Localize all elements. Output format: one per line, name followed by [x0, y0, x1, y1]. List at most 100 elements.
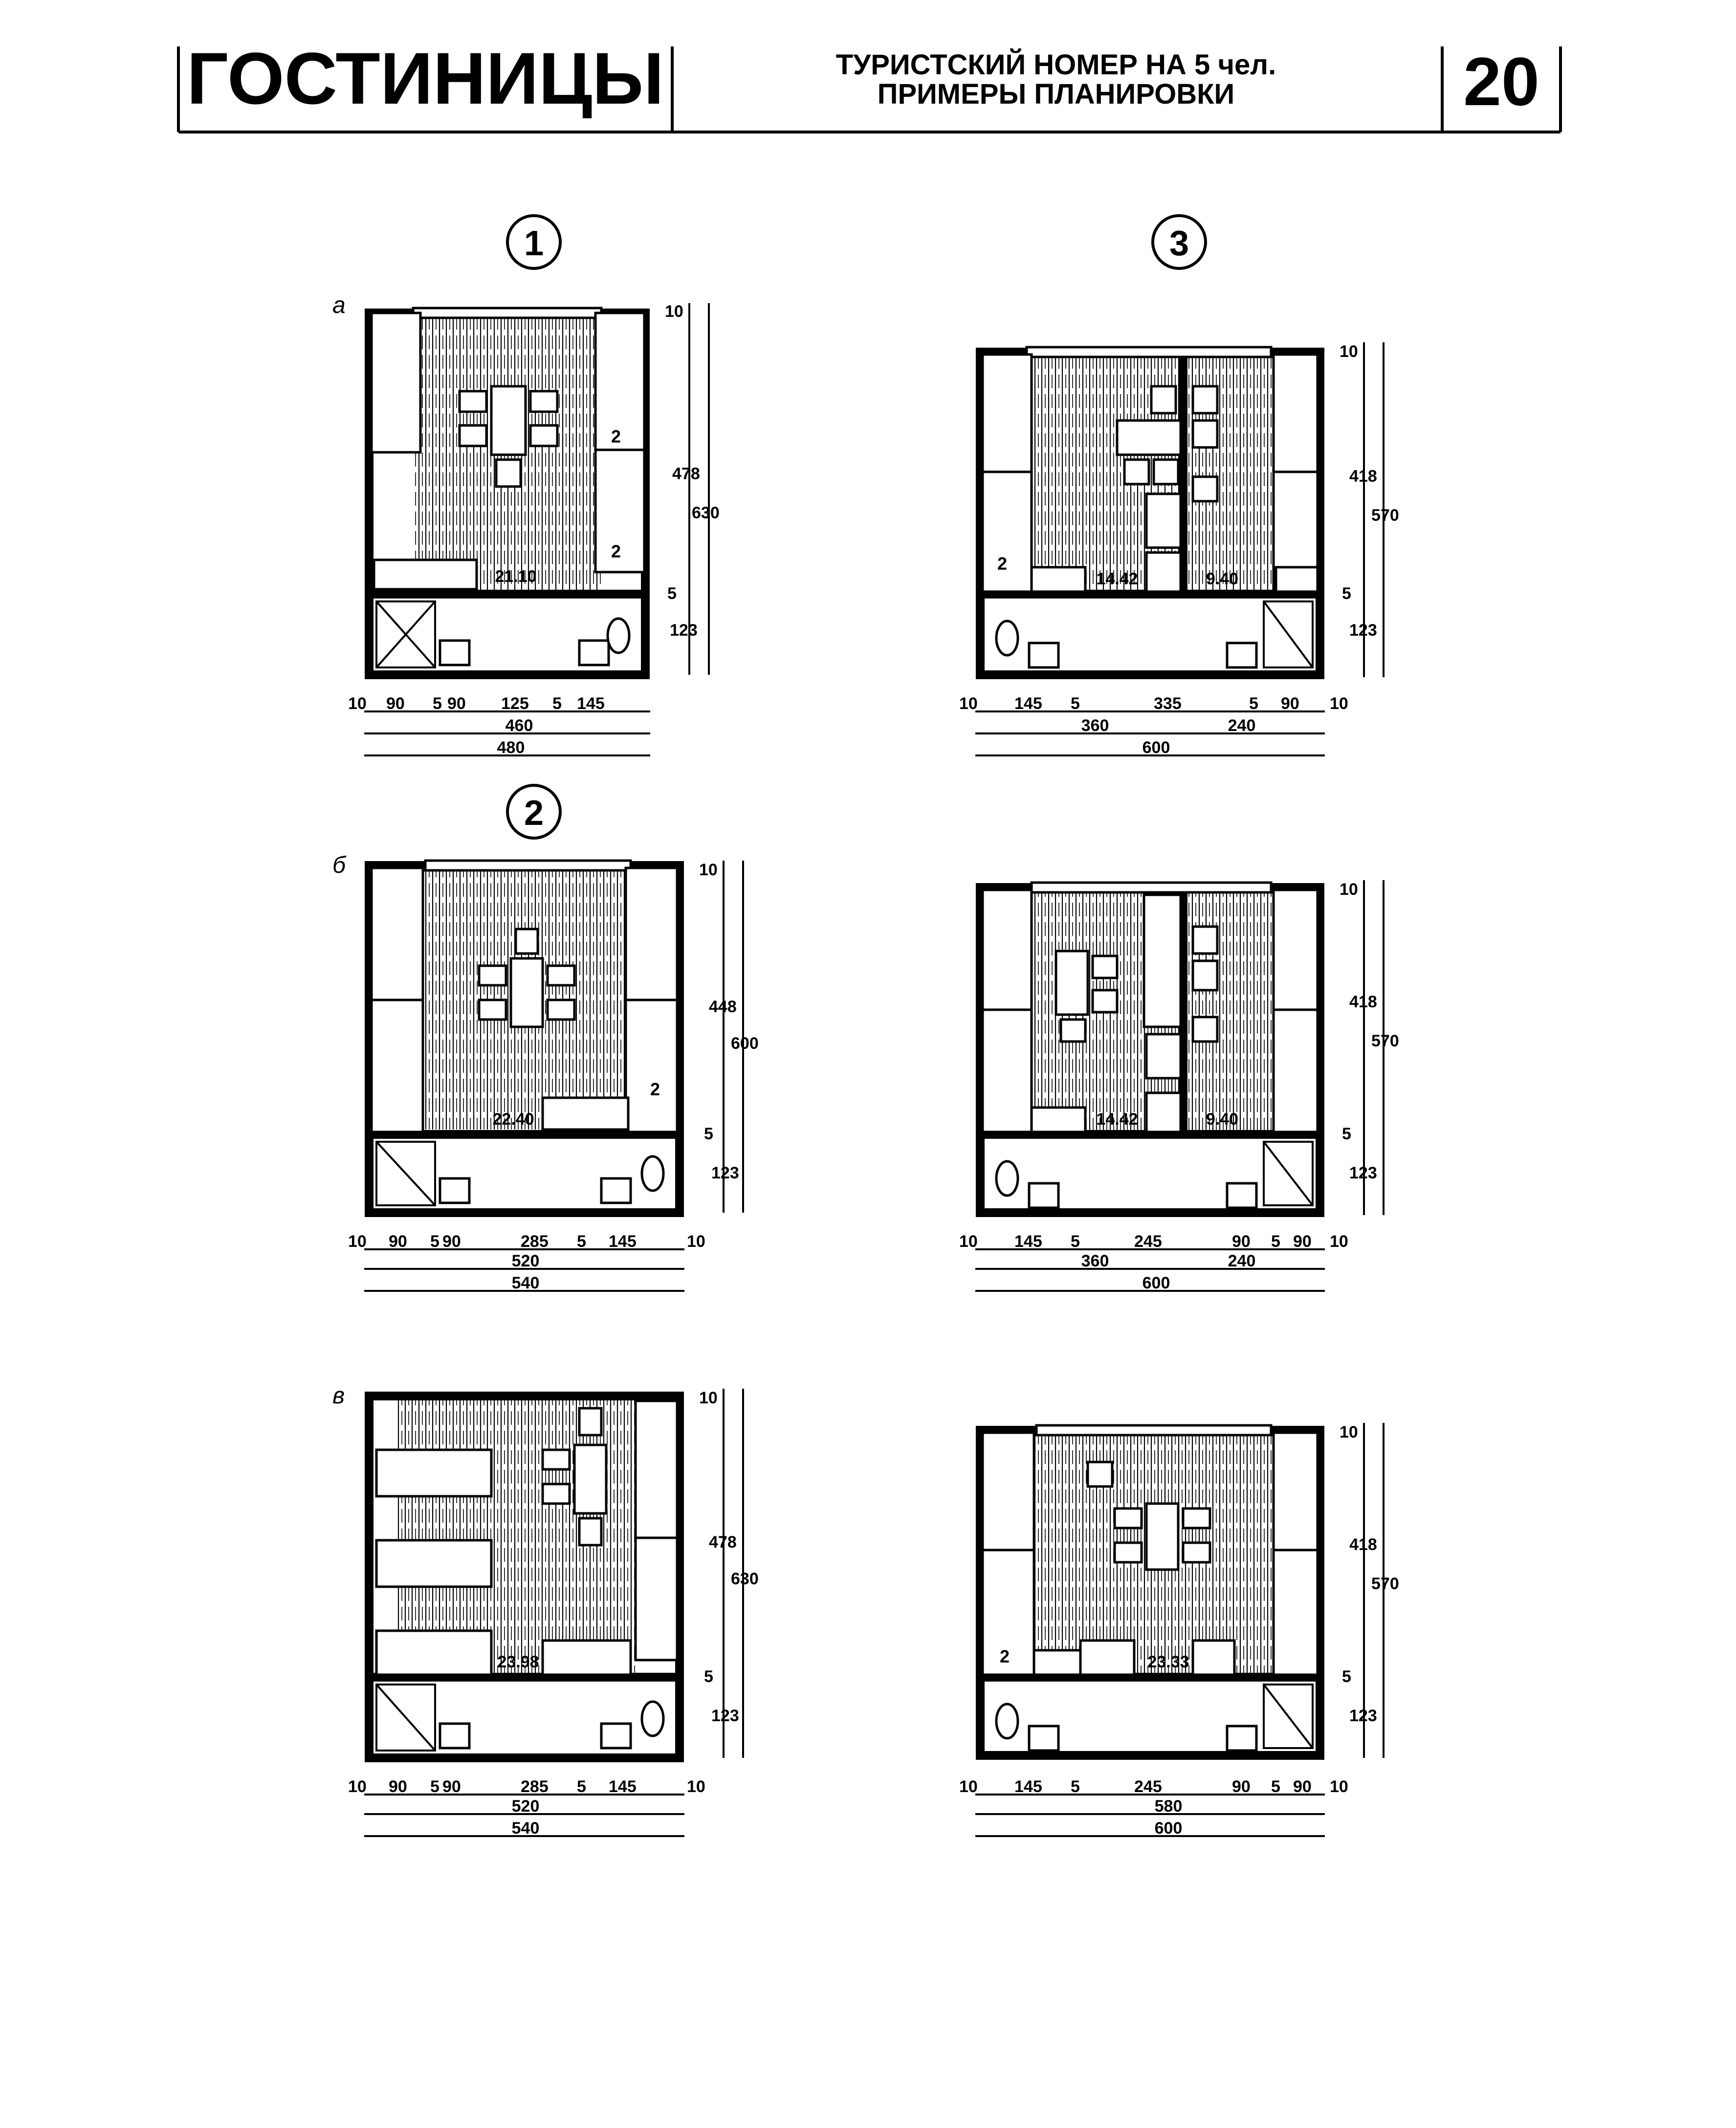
- washbasin: [600, 1177, 632, 1204]
- shelf: [1145, 1033, 1182, 1080]
- floor-plan-2b: б 22.40 2 10 448 600 5 123 10 90 5: [332, 852, 759, 1292]
- svg-text:570: 570: [1371, 1574, 1399, 1593]
- svg-text:10: 10: [687, 1232, 705, 1251]
- svg-text:448: 448: [709, 998, 737, 1016]
- svg-text:123: 123: [711, 1707, 739, 1725]
- svg-text:540: 540: [512, 1274, 540, 1292]
- shower: [375, 1684, 436, 1751]
- bed-mark: 2: [1000, 1646, 1010, 1666]
- svg-text:10: 10: [1340, 342, 1358, 361]
- svg-text:10: 10: [959, 1232, 978, 1251]
- washbasin: [578, 639, 610, 666]
- bed-mark: 2: [611, 541, 621, 561]
- svg-text:2: 2: [524, 794, 544, 833]
- toilet: [606, 617, 631, 654]
- svg-text:90: 90: [1281, 694, 1299, 713]
- svg-text:580: 580: [1155, 1797, 1183, 1816]
- washbasin: [1028, 642, 1060, 669]
- wardrobe: [1191, 1639, 1236, 1676]
- wardrobe: [1079, 1639, 1136, 1676]
- bed: [981, 353, 1033, 473]
- bed: [1143, 893, 1182, 1028]
- wardrobe: [541, 1096, 630, 1131]
- table: [1116, 419, 1182, 456]
- svg-text:285: 285: [521, 1232, 549, 1251]
- shower: [375, 600, 436, 668]
- table: [490, 385, 527, 456]
- svg-text:90: 90: [389, 1232, 407, 1251]
- svg-text:10: 10: [1330, 1232, 1348, 1251]
- room-area: 22.40: [492, 1110, 534, 1129]
- svg-text:285: 285: [521, 1777, 549, 1796]
- variant-label: в: [332, 1383, 345, 1409]
- svg-text:10: 10: [348, 1777, 367, 1796]
- toilet: [995, 1160, 1019, 1197]
- svg-text:600: 600: [1143, 738, 1170, 757]
- dim-partition: 5: [667, 584, 677, 603]
- svg-text:90: 90: [389, 1777, 407, 1796]
- bed: [375, 1629, 493, 1676]
- wardrobe: [373, 558, 478, 591]
- bed: [634, 1536, 679, 1662]
- svg-text:90: 90: [1293, 1777, 1312, 1796]
- washbasin: [1226, 642, 1258, 669]
- dim-top: 10: [665, 302, 683, 321]
- sheet-number: 20: [1463, 43, 1539, 120]
- room-area: 21.10: [495, 567, 536, 586]
- room-area: 23.98: [497, 1653, 539, 1671]
- svg-text:90: 90: [1232, 1777, 1251, 1796]
- bed: [370, 311, 422, 454]
- room-area: 9.40: [1206, 1110, 1238, 1129]
- svg-text:123: 123: [1349, 621, 1377, 640]
- bed: [1272, 1008, 1319, 1133]
- shelf: [1145, 1091, 1182, 1133]
- svg-text:123: 123: [711, 1164, 739, 1182]
- svg-text:240: 240: [1228, 716, 1256, 735]
- subtitle-line-1: ТУРИСТСКИЙ НОМЕР НА 5 чел.: [836, 49, 1276, 81]
- bed: [594, 311, 646, 451]
- bed: [375, 1448, 493, 1498]
- svg-text:5: 5: [1271, 1777, 1280, 1796]
- svg-text:245: 245: [1134, 1777, 1162, 1796]
- svg-text:5: 5: [430, 1777, 439, 1796]
- svg-text:10: 10: [959, 694, 978, 713]
- svg-text:5: 5: [1342, 584, 1351, 603]
- svg-text:10: 10: [699, 1389, 718, 1407]
- floor-plan-1a: а 21.10 2 2 10 478 630 5 123: [332, 292, 720, 757]
- svg-text:5: 5: [430, 1232, 439, 1251]
- washbasin: [600, 1722, 632, 1750]
- svg-text:570: 570: [1371, 506, 1399, 525]
- subtitle-line-2: ПРИМЕРЫ ПЛАНИРОВКИ: [878, 78, 1235, 110]
- svg-text:10: 10: [1340, 880, 1358, 899]
- bed: [370, 998, 424, 1133]
- bed: [981, 470, 1033, 593]
- room-area: 23.33: [1147, 1653, 1189, 1671]
- svg-text:630: 630: [731, 1570, 759, 1588]
- shower: [375, 1141, 436, 1206]
- svg-text:10: 10: [348, 694, 367, 713]
- svg-text:90: 90: [442, 1232, 461, 1251]
- bed: [1272, 1431, 1319, 1552]
- svg-text:5: 5: [704, 1125, 713, 1143]
- table: [573, 1443, 608, 1515]
- svg-text:540: 540: [512, 1819, 540, 1838]
- bed: [1033, 1649, 1084, 1676]
- section-title: ГОСТИНИЦЫ: [187, 37, 664, 119]
- svg-text:5: 5: [1342, 1125, 1351, 1143]
- floor-plan-2v: в 23.98 10 478 630 5 123 10 90 5 90: [332, 1383, 759, 1838]
- svg-text:123: 123: [1349, 1707, 1377, 1725]
- svg-text:10: 10: [699, 861, 718, 879]
- toilet: [995, 620, 1019, 657]
- svg-text:335: 335: [1154, 694, 1182, 713]
- wardrobe: [541, 1639, 632, 1676]
- washbasin: [1028, 1182, 1060, 1209]
- svg-text:5: 5: [577, 1232, 586, 1251]
- floor-plan-3a: 14.42 9.40 2 10 418 570 5 123 10 145 5 3…: [959, 342, 1399, 757]
- shower: [1263, 600, 1314, 668]
- bed: [624, 998, 679, 1133]
- svg-text:5: 5: [1342, 1667, 1351, 1686]
- washbasin: [439, 1722, 471, 1750]
- washbasin: [439, 639, 471, 666]
- svg-text:5: 5: [1071, 1777, 1080, 1796]
- toilet: [995, 1703, 1019, 1740]
